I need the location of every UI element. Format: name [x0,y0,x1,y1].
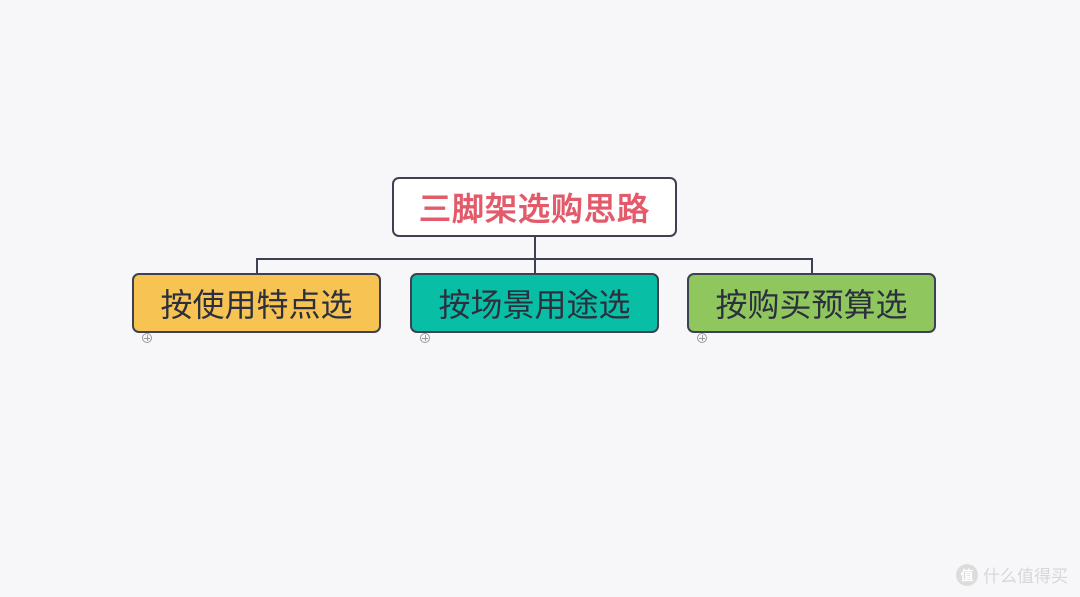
watermark-logo-icon: 值 [956,563,978,586]
expand-icon[interactable] [420,333,430,343]
expand-icon[interactable] [697,333,707,343]
topic-node-budget[interactable]: 按购买预算选 [687,273,936,333]
topic-node-usage-features[interactable]: 按使用特点选 [132,273,381,333]
topic-label: 按使用特点选 [160,286,353,324]
connector-child-1 [256,258,258,274]
watermark-text: 什么值得买 [983,567,1068,587]
connector-child-2 [534,258,536,274]
connector-root-stem [534,237,536,259]
topic-label: 按场景用途选 [438,286,631,324]
expand-icon[interactable] [142,333,152,343]
root-topic-label: 三脚架选购思路 [418,190,650,228]
watermark: 值 什么值得买 [956,562,1068,587]
topic-node-scenario-use[interactable]: 按场景用途选 [410,273,659,333]
topic-label: 按购买预算选 [715,286,908,324]
root-topic-node[interactable]: 三脚架选购思路 [392,177,677,237]
connector-child-3 [811,258,813,274]
